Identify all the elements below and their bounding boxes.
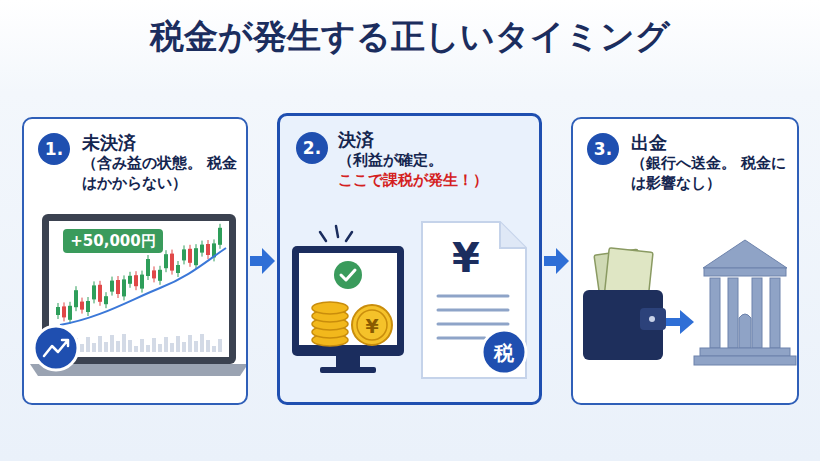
illustration-label: ¥ [365, 315, 378, 337]
laptop-chart [30, 214, 248, 376]
volume-bar [176, 336, 180, 352]
panel-ground [22, 117, 248, 405]
volume-bar [128, 340, 132, 352]
candle-body [92, 285, 96, 299]
panel-ground [277, 113, 542, 405]
candle-body [68, 306, 72, 320]
step-panel: 出金（銀行へ送金。 税金には影響なし） 3. [571, 117, 799, 405]
candle-body [182, 249, 186, 260]
step-heading: 出金 [631, 131, 791, 154]
candle-body [170, 254, 174, 271]
volume-bar [134, 346, 138, 352]
step-number: 2. [303, 138, 321, 158]
candle-body [110, 281, 114, 292]
volume-bar [164, 337, 168, 352]
step-heading: 決済 [338, 128, 535, 151]
candle-body [86, 301, 90, 312]
volume-bar [92, 343, 96, 352]
candle-body [122, 279, 126, 296]
candle-body [176, 265, 180, 273]
volume-bar [140, 339, 144, 352]
step-badge: 2. [296, 132, 328, 164]
text-group: 未決済（含み益の状態。 税金はかからない） [82, 131, 240, 194]
volume-bar [206, 340, 210, 352]
candle-body [80, 302, 84, 310]
candle-body [140, 275, 144, 289]
tax-document [422, 222, 526, 378]
candle-body [218, 228, 222, 245]
volume-bar [104, 342, 108, 352]
candle-body [158, 270, 162, 281]
flow-arrow [250, 248, 275, 274]
small-arrow [666, 310, 694, 334]
volume-bar [212, 346, 216, 352]
flow-arrow [544, 248, 569, 274]
wallet [583, 248, 666, 360]
step-note: ここで課税が発生！） [338, 171, 535, 191]
step-number: 1. [45, 139, 63, 159]
panel-ground [571, 117, 799, 405]
step-panel: 未決済（含み益の状態。 税金はかからない） 1. [22, 117, 248, 405]
volume-bar [194, 341, 198, 352]
candle-body [152, 270, 156, 278]
illustration-label: +50,000円 [70, 232, 155, 251]
candle-body [56, 307, 60, 315]
volume-bar [158, 344, 162, 352]
candle-body [206, 244, 210, 255]
volume-bar [122, 334, 126, 352]
title: 税金が発生する正しいタイミング [0, 14, 820, 60]
candle-body [128, 276, 132, 284]
candle-body [188, 249, 192, 263]
volume-bar [116, 341, 120, 352]
candle-body [104, 296, 108, 304]
illustration-label: 税 [494, 340, 514, 367]
candle-body [200, 245, 204, 253]
volume-bar [98, 336, 102, 352]
candle-body [164, 254, 168, 268]
volume-bar [182, 342, 186, 352]
volume-bar [170, 343, 174, 352]
step-note: （利益が確定。 [338, 151, 535, 171]
candle-body [98, 285, 102, 302]
monitor-coins [292, 226, 404, 373]
step-number: 3. [594, 139, 612, 159]
illustration-label: ¥ [452, 235, 480, 281]
step-heading: 未決済 [82, 131, 240, 154]
volume-bar [110, 335, 114, 352]
volume-bar [218, 339, 222, 352]
step-badge: 1. [38, 133, 70, 165]
volume-bar [146, 345, 150, 352]
step-note: （含み益の状態。 税金はかからない） [82, 154, 240, 193]
volume-bar [80, 344, 84, 352]
candle-body [146, 259, 150, 276]
text-group: 決済（利益が確定。ここで課税が発生！） [338, 128, 535, 191]
volume-bar [86, 337, 90, 352]
bank [694, 240, 796, 365]
step-badge: 3. [587, 133, 619, 165]
candle-body [194, 248, 198, 265]
step-note: （銀行へ送金。 税金には影響なし） [631, 154, 791, 193]
candle-body [116, 280, 120, 294]
candle-body [74, 290, 78, 307]
candle-body [62, 306, 66, 317]
candle-body [134, 275, 138, 286]
text-group: 出金（銀行へ送金。 税金には影響なし） [631, 131, 791, 194]
volume-bar [188, 335, 192, 352]
volume-bar [200, 334, 204, 352]
volume-bar [152, 338, 156, 352]
